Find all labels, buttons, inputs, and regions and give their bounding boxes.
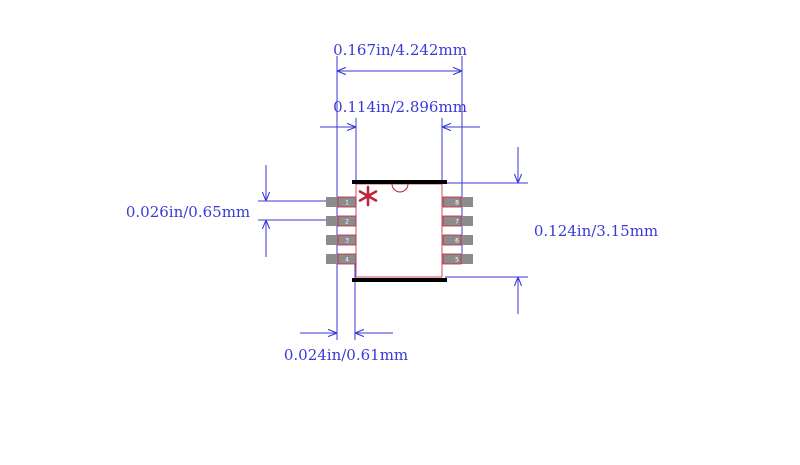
- dim-body-length-label: 0.124in/3.15mm: [534, 222, 658, 240]
- pin-label: 8: [455, 200, 459, 207]
- pad-pin-5: 5: [442, 253, 473, 265]
- pin-label: 5: [455, 257, 459, 264]
- pin-label: 1: [345, 200, 349, 207]
- pad-pin-2: 2: [326, 215, 357, 227]
- pads-left: 1 2 3 4: [326, 196, 357, 265]
- pad-pin-3: 3: [326, 234, 357, 246]
- pin-label: 2: [345, 219, 349, 226]
- dim-body-length: [445, 147, 528, 314]
- pad-pin-8: 8: [442, 196, 473, 208]
- pin-label: 4: [345, 257, 349, 264]
- pads-right: 8 7 6 5: [442, 196, 473, 265]
- pad-pin-7: 7: [442, 215, 473, 227]
- dim-body-width: [320, 118, 480, 183]
- dim-body-width-label: 0.114in/2.896mm: [333, 98, 467, 116]
- pin1-asterisk-icon: [358, 185, 378, 207]
- pin1-notch: [391, 183, 409, 193]
- dim-pad-width: [300, 262, 393, 340]
- pin-label: 7: [455, 219, 459, 226]
- dim-pad-width-label: 0.024in/0.61mm: [284, 346, 408, 364]
- pad-pin-1: 1: [326, 196, 357, 208]
- package-body: [352, 180, 447, 282]
- pad-pin-4: 4: [326, 253, 357, 265]
- pin-label: 3: [345, 238, 349, 245]
- dim-overall-width-label: 0.167in/4.242mm: [333, 41, 467, 59]
- pin-label: 6: [455, 238, 459, 245]
- pad-pin-6: 6: [442, 234, 473, 246]
- dim-pin-pitch-label: 0.026in/0.65mm: [126, 203, 250, 221]
